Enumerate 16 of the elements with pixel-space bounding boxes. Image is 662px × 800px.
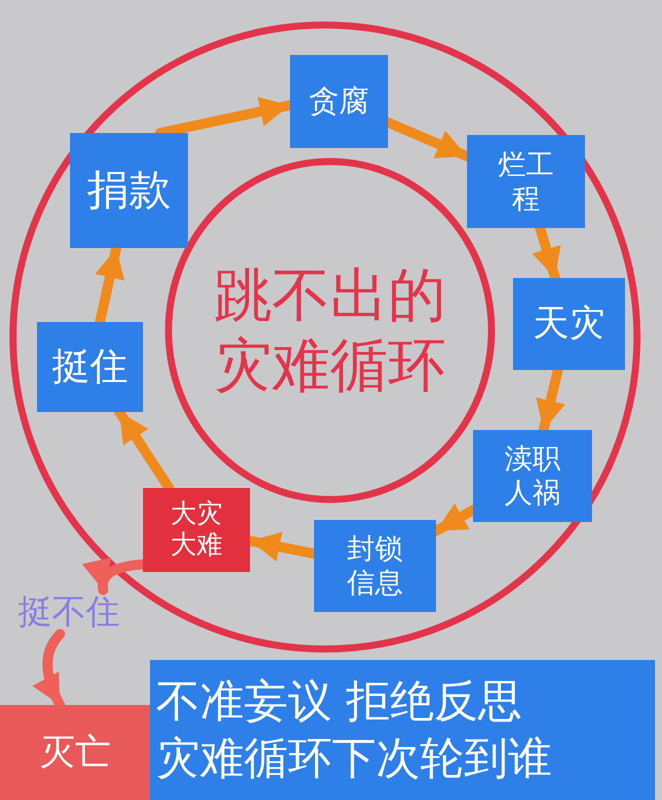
process-box: 天灾 [513, 278, 625, 370]
box-text: 封锁信息 [346, 532, 404, 600]
process-box: 挺住 [37, 322, 143, 412]
process-box [467, 135, 585, 228]
banner-text: 灾难循环下次轮到谁 [156, 732, 552, 786]
process-box [473, 430, 592, 522]
process-box [314, 520, 436, 612]
banner-text: 不准妄议 拒绝反思 [156, 674, 522, 729]
box-text: 渎职人祸 [504, 442, 562, 510]
process-box [143, 488, 250, 572]
banner-box [150, 660, 655, 800]
end-box: 灭亡 [0, 705, 150, 800]
box-text: 烂工程 [497, 148, 555, 216]
handwritten-note: 挺不住 [10, 590, 128, 634]
process-box: 捐款 [70, 133, 188, 248]
process-box: 贪腐 [290, 55, 388, 148]
